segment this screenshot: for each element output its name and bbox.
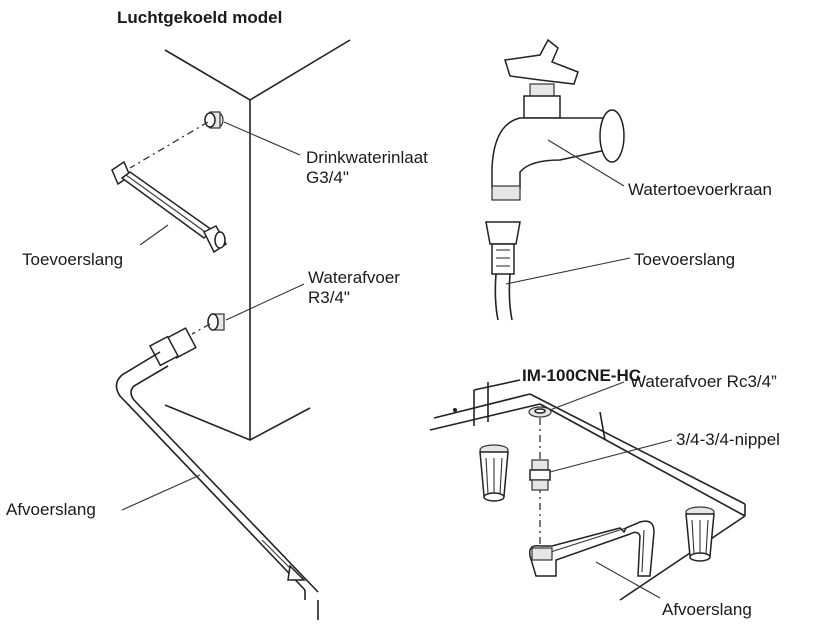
label-afvoerslang-left: Afvoerslang: [6, 500, 96, 519]
label-drinkwaterinlaat-line1: Drinkwaterinlaat: [306, 148, 428, 167]
drain-hose-left: [115, 327, 319, 620]
label-toevoerslang-left: Toevoerslang: [22, 250, 124, 269]
drain-hose-right: [528, 520, 655, 577]
drain-axis-line: [191, 323, 211, 335]
label-drinkwaterinlaat: Drinkwaterinlaat G3/4": [306, 148, 428, 188]
leader-drinkwater: [223, 121, 301, 156]
label-watertoevoerkraan: Watertoevoerkraan: [628, 180, 772, 199]
label-waterafvoer: Waterafvoer R3/4": [308, 268, 400, 308]
leg-left: [479, 444, 509, 502]
leg-right: [685, 506, 715, 562]
water-faucet: [491, 38, 625, 201]
inlet-axis-line: [129, 121, 209, 169]
water-inlet-fitting: [204, 111, 224, 129]
drain-outlet-fitting: [207, 313, 225, 331]
drain-outlet-rc: [528, 406, 552, 418]
leader-afvoerslang-right: [595, 561, 661, 599]
nipple-fitting: [529, 459, 551, 491]
label-afvoerslang-right: Afvoerslang: [662, 600, 752, 619]
label-toevoerslang-right: Toevoerslang: [634, 250, 736, 269]
leader-toevoerslang-left: [139, 224, 169, 246]
leader-afvoerslang-left: [121, 474, 201, 511]
leader-waterafvoer-rc: [549, 381, 625, 411]
leader-watertoevoerkraan: [547, 139, 625, 187]
label-waterafvoer-line2: R3/4": [308, 288, 350, 307]
leader-nippel: [549, 439, 673, 473]
im100-base: [429, 379, 746, 601]
title-air-cooled: Luchtgekoeld model: [117, 8, 283, 27]
label-waterafvoer-rc: Waterafvoer Rc3/4”: [630, 372, 777, 391]
title-im100cne-hc: IM-100CNE-HC: [522, 366, 642, 385]
leader-toevoerslang-right: [505, 257, 631, 285]
unit-cabinet: [164, 39, 351, 441]
label-waterafvoer-line1: Waterafvoer: [308, 268, 400, 287]
label-drinkwaterinlaat-line2: G3/4": [306, 168, 349, 187]
supply-hose-right: [485, 221, 521, 321]
leader-waterafvoer: [225, 283, 305, 321]
supply-hose-left: [111, 160, 227, 254]
label-nippel: 3/4-3/4-nippel: [676, 430, 780, 449]
